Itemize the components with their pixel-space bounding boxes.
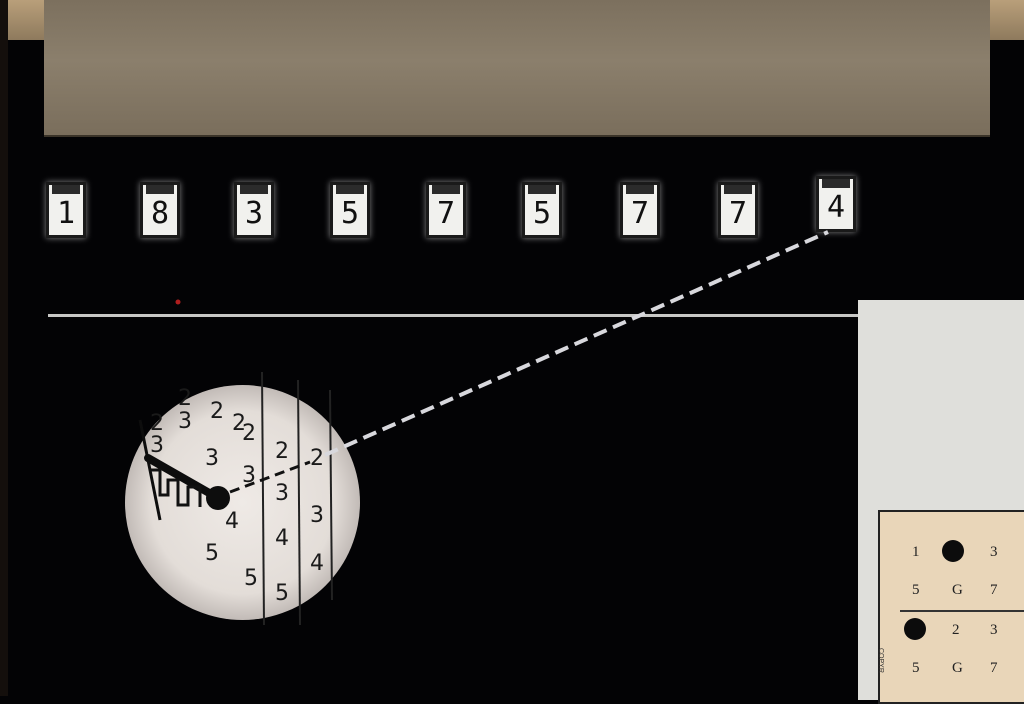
card-number: 5 (912, 660, 920, 677)
card-divider (900, 610, 1024, 612)
card-number: G (952, 582, 963, 599)
card-number: 2 (952, 622, 960, 639)
card-number: 7 (990, 582, 998, 599)
wheel-divider (330, 390, 332, 600)
wheel-number: 3 (150, 433, 164, 458)
wheel-number: 5 (275, 581, 289, 606)
wheel-number: 4 (275, 526, 289, 551)
wheel-divider (262, 372, 264, 625)
wheel-number: 3 (275, 481, 289, 506)
card-number: G (952, 660, 963, 677)
wheel-number: 3 (205, 446, 219, 471)
red-dot (176, 300, 181, 305)
wheel-number: 2 (275, 439, 289, 464)
dashed-link-outer (325, 232, 828, 455)
wheel-number: 5 (244, 566, 258, 591)
wheel-number: 2 (310, 446, 324, 471)
card-number: 1 (912, 544, 920, 561)
pivot-hub (206, 486, 230, 510)
wheel-number: 2 (210, 399, 224, 424)
punched-hole (904, 618, 926, 640)
punched-hole (942, 540, 964, 562)
wheel-number: 4 (310, 551, 324, 576)
wheel-number: 2 (178, 386, 192, 411)
card-number: 3 (990, 544, 998, 561)
wheel-number: 2 (242, 421, 256, 446)
wheel-number: 3 (310, 503, 324, 528)
wheel-divider (298, 380, 300, 625)
card-number: 3 (990, 622, 998, 639)
wheel-number: 5 (205, 541, 219, 566)
wheel-number: 4 (225, 509, 239, 534)
copyright-mark: COPYR (877, 648, 884, 673)
wheel-number: 3 (178, 409, 192, 434)
card-number: 5 (912, 582, 920, 599)
card-number: 7 (990, 660, 998, 677)
